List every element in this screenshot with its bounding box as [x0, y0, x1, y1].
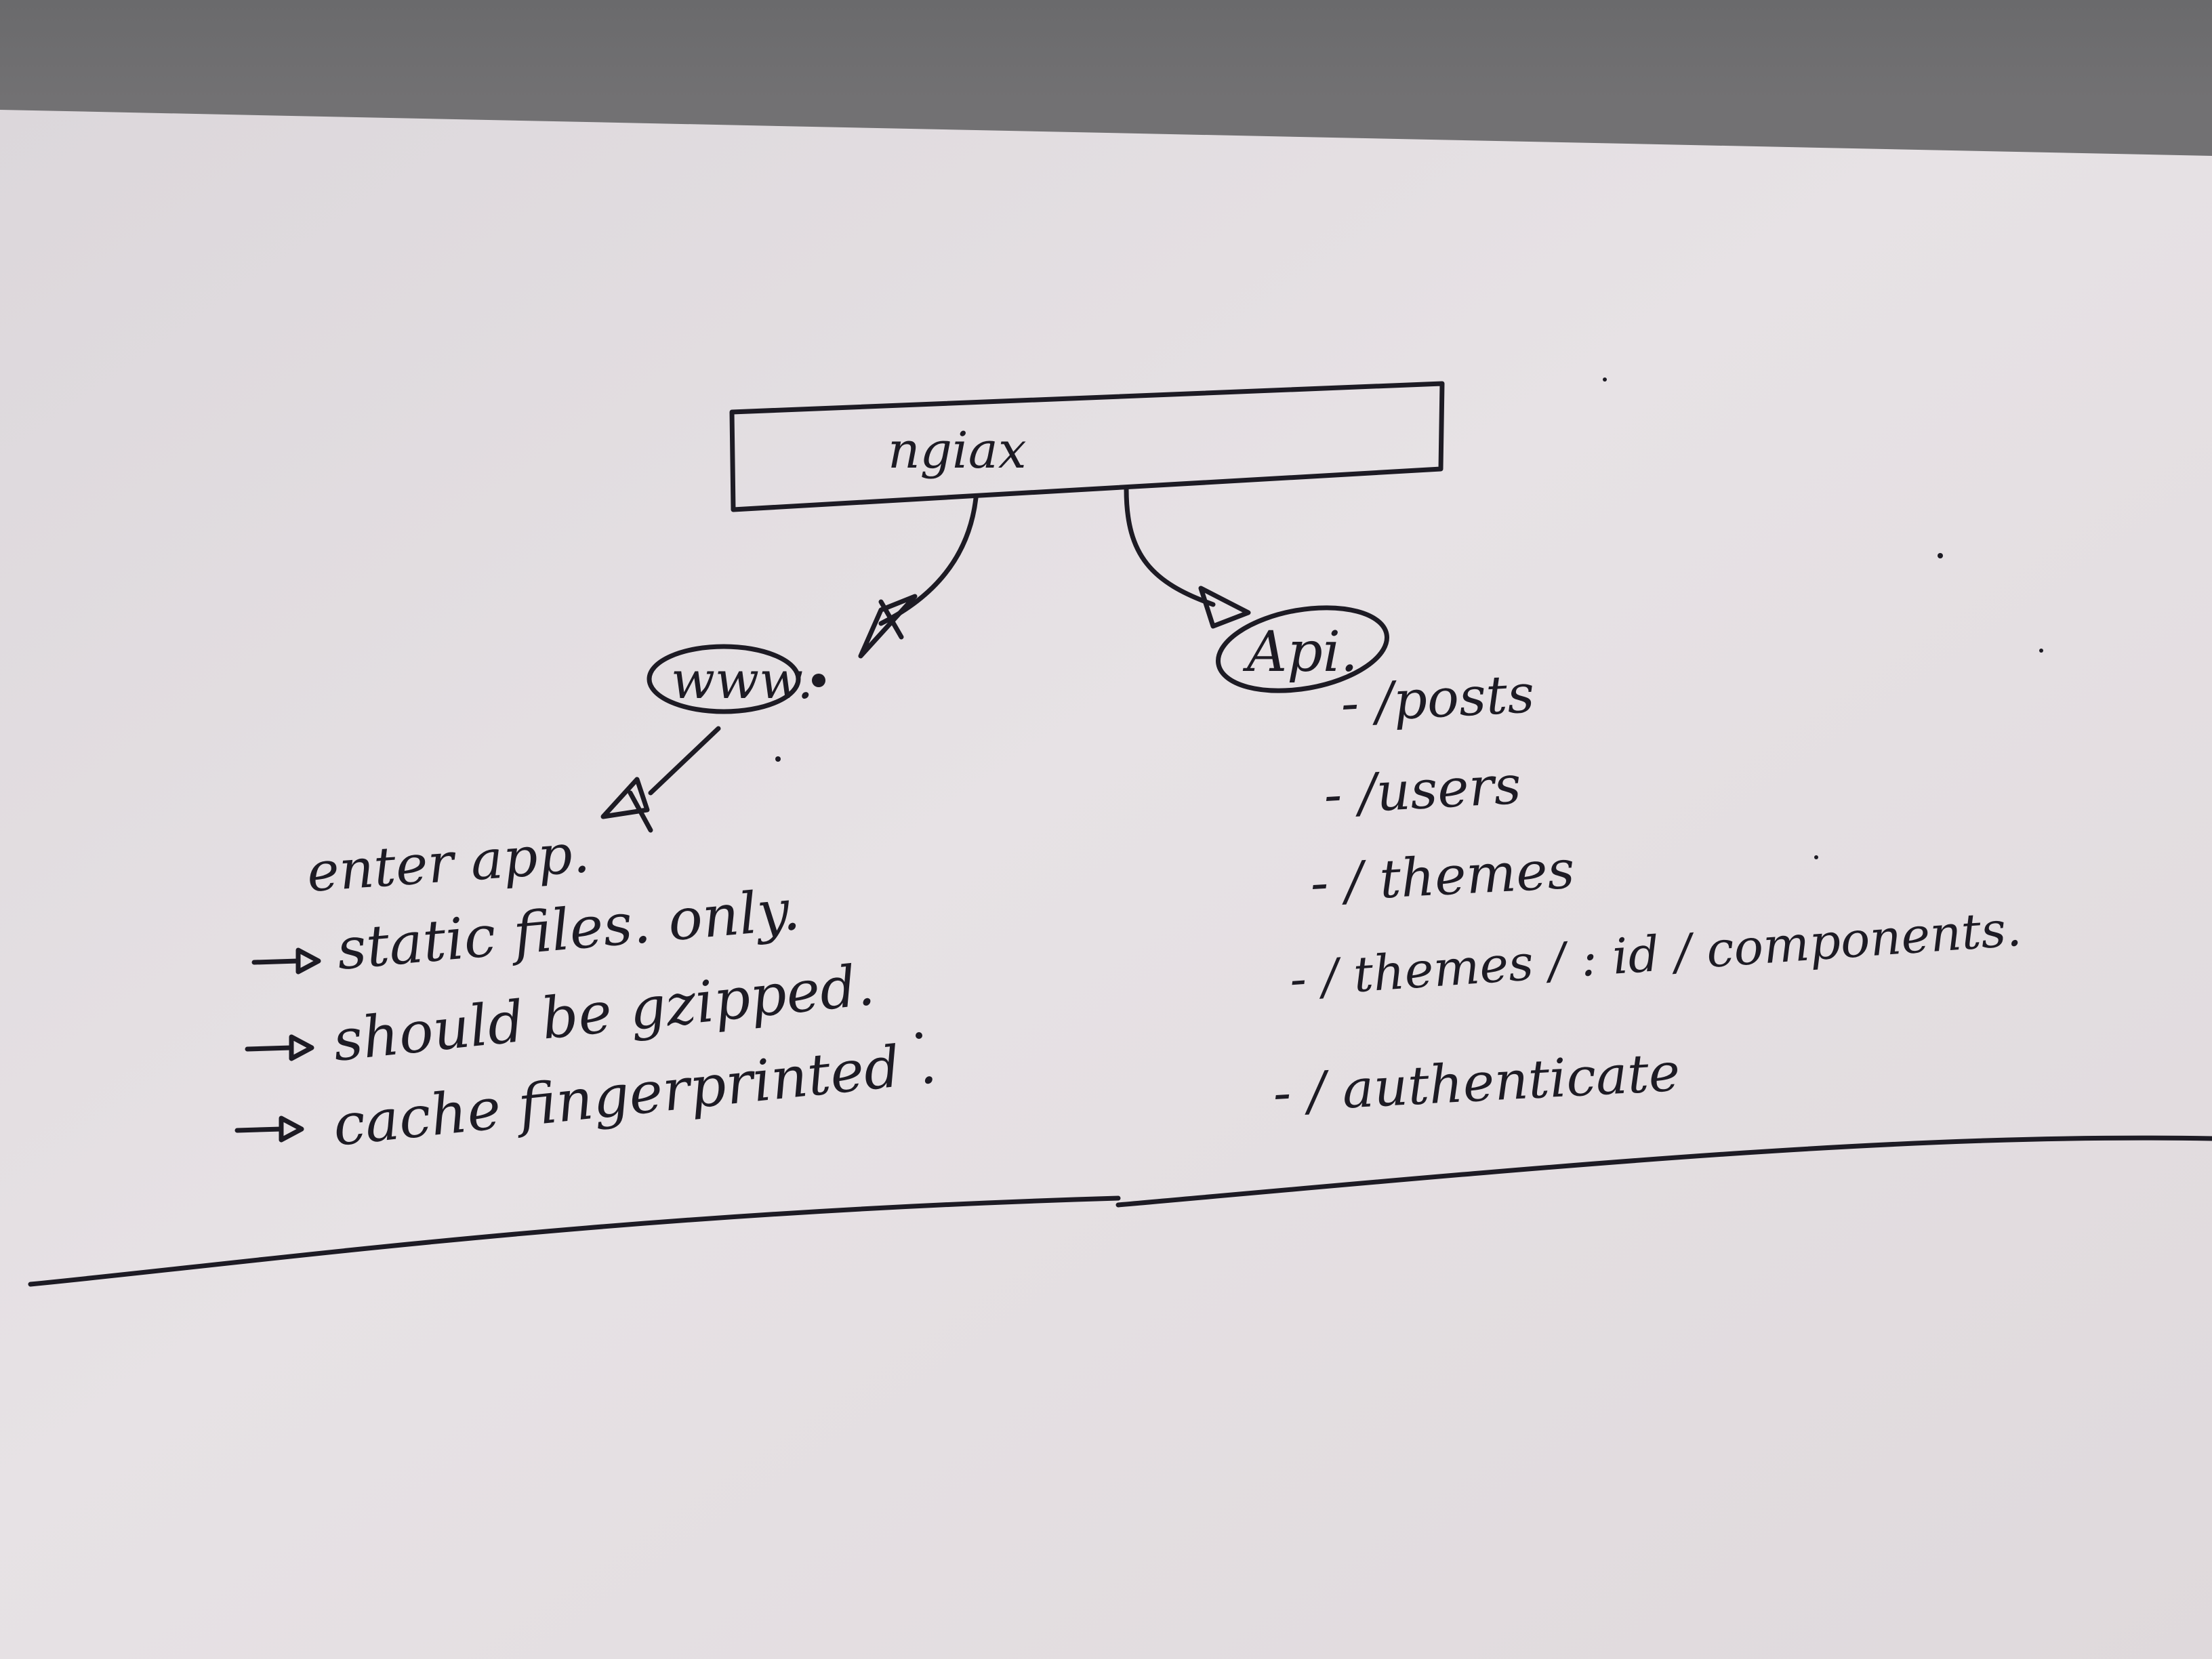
route-3: - / themes: [1309, 840, 1576, 914]
arrow-to-www: [858, 495, 979, 659]
www-node: www.: [647, 644, 813, 714]
route-2: - /users: [1322, 755, 1522, 826]
arrow-to-api: [1124, 487, 1251, 629]
arrow-to-enter-app: [600, 726, 721, 833]
api-label: Api.: [1242, 620, 1358, 684]
nginx-label: ngiax: [888, 422, 1027, 480]
route-1: - /posts: [1339, 663, 1536, 735]
separator-line: [28, 1135, 2212, 1287]
nginx-box: ngiax: [729, 381, 1445, 512]
ink-dots: [775, 377, 2043, 1039]
api-node: Api.: [1216, 605, 1389, 693]
www-label: www.: [671, 650, 813, 710]
paper-surface: [0, 110, 2212, 1659]
